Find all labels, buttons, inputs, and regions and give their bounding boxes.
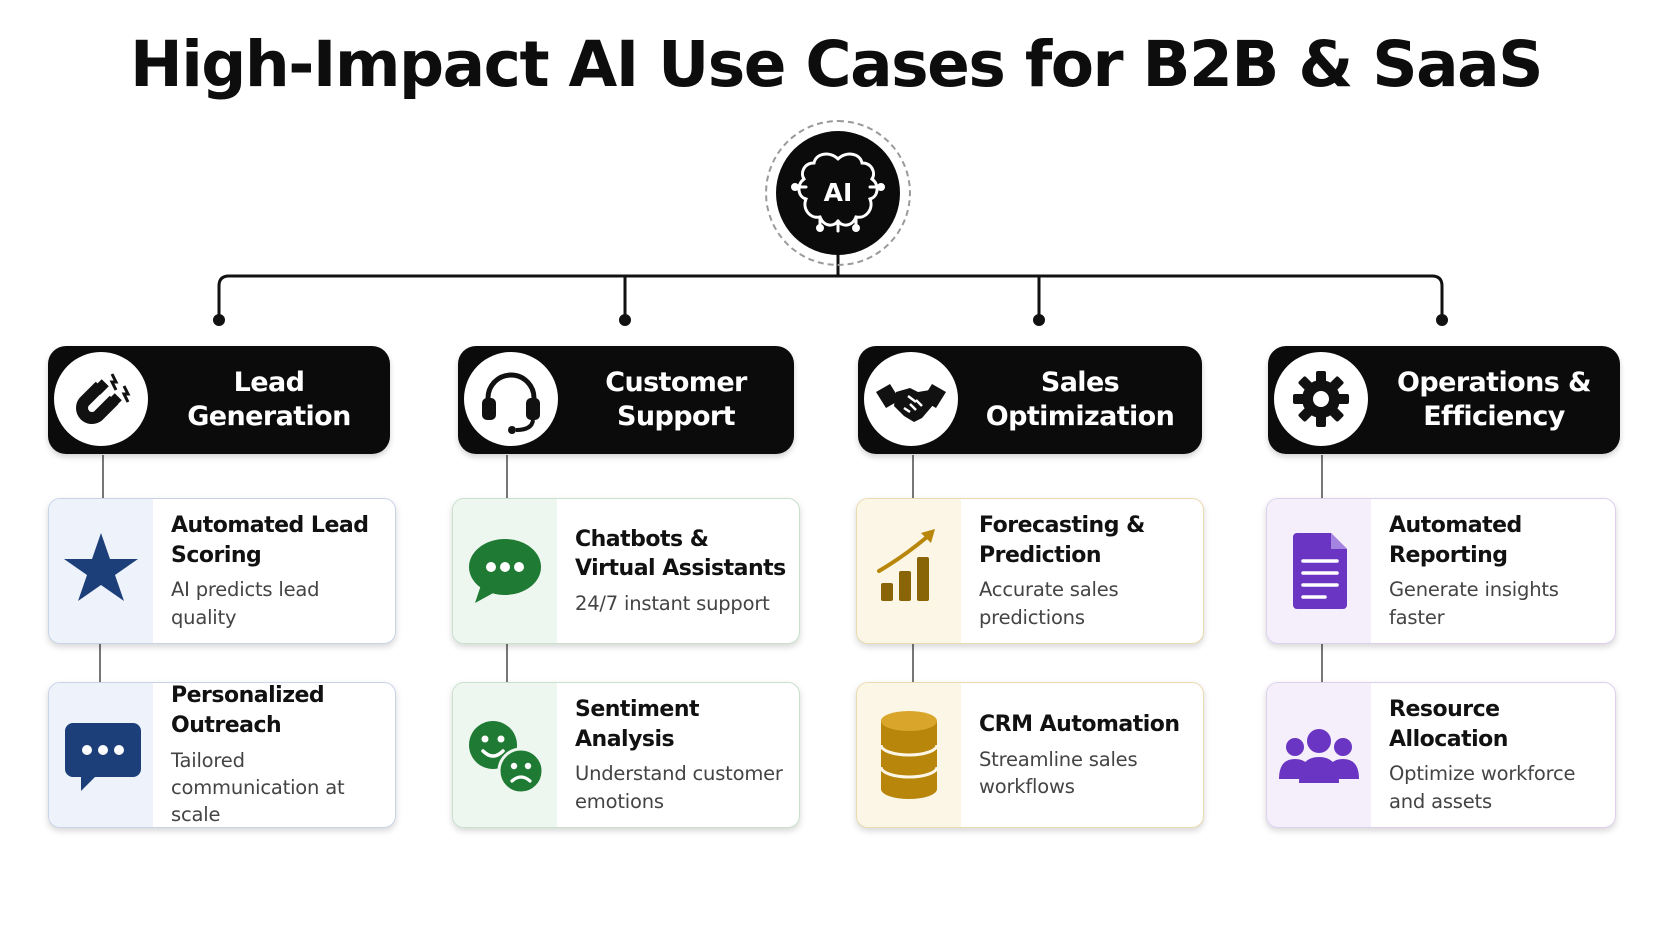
card-icon-panel <box>49 683 153 827</box>
use-case-card-sentiment-analysis[interactable]: Sentiment Analysis Understand customer e… <box>452 682 800 828</box>
card-icon-panel <box>453 683 557 827</box>
hub-dashed-ring <box>765 120 911 266</box>
headset-icon <box>482 372 540 434</box>
category-title: Operations & Efficiency <box>1397 367 1591 432</box>
card-title: Sentiment Analysis <box>575 697 700 752</box>
card-description: Streamline sales workflows <box>979 747 1138 798</box>
ai-hub: AI <box>776 131 900 255</box>
card-title: Resource Allocation <box>1389 697 1508 752</box>
card-description: Accurate sales predictions <box>979 578 1119 629</box>
header-icon-circle <box>54 352 148 446</box>
header-icon-circle <box>464 352 558 446</box>
card-title: Automated Lead Scoring <box>171 513 369 568</box>
header-icon-circle <box>1274 352 1368 446</box>
handshake-icon <box>876 384 946 422</box>
card-title: Chatbots & Virtual Assistants <box>575 526 786 582</box>
database-icon <box>879 711 939 799</box>
use-case-card-crm-automation[interactable]: CRM Automation Streamline sales workflow… <box>856 682 1204 828</box>
card-icon-panel <box>857 499 961 643</box>
ai-brain-icon: AI <box>791 152 885 233</box>
header-icon-circle <box>864 352 958 446</box>
page-title: High-Impact AI Use Cases for B2B & SaaS <box>129 28 1544 101</box>
use-case-card-chatbots[interactable]: Chatbots & Virtual Assistants 24/7 insta… <box>452 498 800 644</box>
category-header-operations-efficiency: Operations & Efficiency <box>1268 346 1620 454</box>
card-title: Forecasting & Prediction <box>979 513 1145 568</box>
team-icon <box>1279 729 1359 783</box>
card-title: Personalized Outreach <box>171 683 325 739</box>
card-title: Automated Reporting <box>1389 513 1522 568</box>
card-description: Tailored communication at scale <box>171 748 345 827</box>
growth-chart-icon <box>877 529 935 601</box>
gear-icon <box>1293 371 1349 427</box>
use-case-card-resource-allocation[interactable]: Resource Allocation Optimize workforce a… <box>1266 682 1616 828</box>
card-title: CRM Automation <box>979 711 1180 737</box>
use-case-card-forecasting[interactable]: Forecasting & Prediction Accurate sales … <box>856 498 1204 644</box>
category-title: Customer Support <box>605 367 747 432</box>
document-icon <box>1293 533 1347 609</box>
card-icon-panel <box>1267 499 1371 643</box>
card-description: Optimize workforce and assets <box>1389 762 1576 813</box>
card-description: AI predicts lead quality <box>171 578 320 629</box>
category-header-customer-support: Customer Support <box>458 346 794 454</box>
category-header-sales-optimization: Sales Optimization <box>858 346 1202 454</box>
emotion-faces-icon <box>469 721 545 795</box>
category-header-lead-generation: Lead Generation <box>48 346 390 454</box>
magnet-icon <box>76 373 131 424</box>
card-icon-panel <box>857 683 961 827</box>
card-description: 24/7 instant support <box>575 592 770 616</box>
card-description: Generate insights faster <box>1389 578 1559 629</box>
star-icon <box>64 533 138 601</box>
category-title: Lead Generation <box>187 367 351 432</box>
chat-bubble-icon <box>469 539 541 603</box>
card-icon-panel <box>1267 683 1371 827</box>
category-title: Sales Optimization <box>985 367 1175 432</box>
hub-label: AI <box>824 178 853 207</box>
use-case-card-automated-lead-scoring[interactable]: Automated Lead Scoring AI predicts lead … <box>48 498 396 644</box>
card-icon-panel <box>453 499 557 643</box>
card-icon-panel <box>49 499 153 643</box>
use-case-card-personalized-outreach[interactable]: Personalized Outreach Tailored communica… <box>48 682 396 828</box>
chat-bubble-icon <box>65 723 141 791</box>
card-description: Understand customer emotions <box>575 762 783 813</box>
use-case-card-automated-reporting[interactable]: Automated Reporting Generate insights fa… <box>1266 498 1616 644</box>
